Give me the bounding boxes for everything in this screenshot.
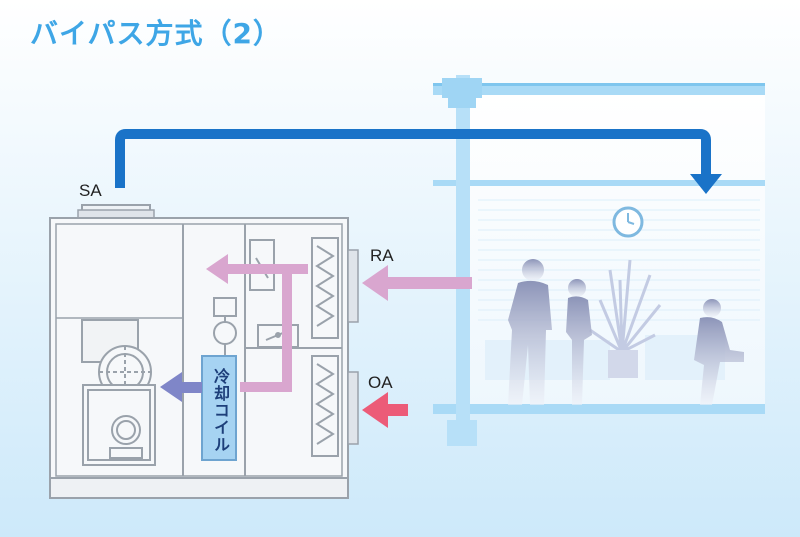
ra-inlet [347, 249, 359, 323]
ceiling-beam [433, 85, 765, 95]
oa-inlet [347, 371, 359, 445]
coil-to-fan-arrow [160, 372, 202, 402]
oa-label: OA [368, 373, 393, 392]
room-section [433, 75, 765, 446]
return-air-bypass-path [206, 254, 308, 392]
ra-arrow [362, 265, 472, 301]
page-title: バイパス方式（2） [30, 17, 282, 50]
oa-arrow [362, 392, 408, 428]
ra-label: RA [370, 246, 394, 265]
filter-icon [311, 237, 339, 457]
fan-icon [81, 319, 156, 466]
cooling-coil [201, 355, 237, 461]
supply-air-duct [115, 129, 711, 188]
column [456, 75, 470, 445]
people-silhouettes [508, 259, 744, 405]
cooling-coil-label: 冷却コイル [211, 367, 230, 453]
air-handling-unit [49, 204, 359, 499]
supply-air-arrow [690, 174, 722, 194]
plant-icon [589, 259, 662, 354]
floor-slab [433, 404, 765, 414]
ceiling-line [433, 180, 765, 186]
sa-label: SA [79, 181, 102, 200]
valve-icon [213, 297, 237, 356]
